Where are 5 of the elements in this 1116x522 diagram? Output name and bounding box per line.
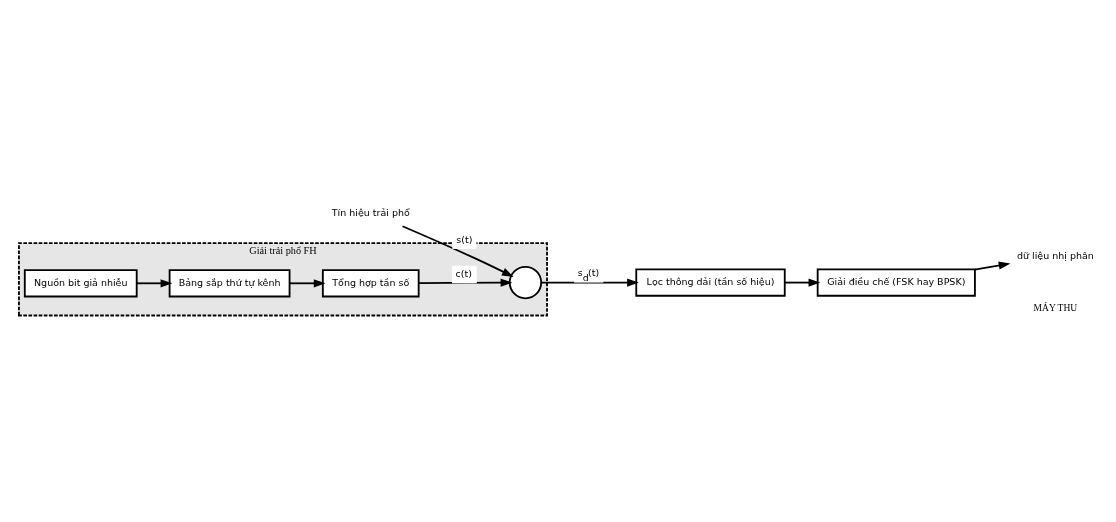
- node-text: dữ liệu nhị phân: [1016, 249, 1094, 261]
- node-text: Tín hiệu trải phổ: [331, 206, 410, 218]
- edge-label: c(t): [455, 268, 472, 280]
- edge-label: s(t): [456, 233, 473, 245]
- label: MÁY THU: [1033, 303, 1078, 314]
